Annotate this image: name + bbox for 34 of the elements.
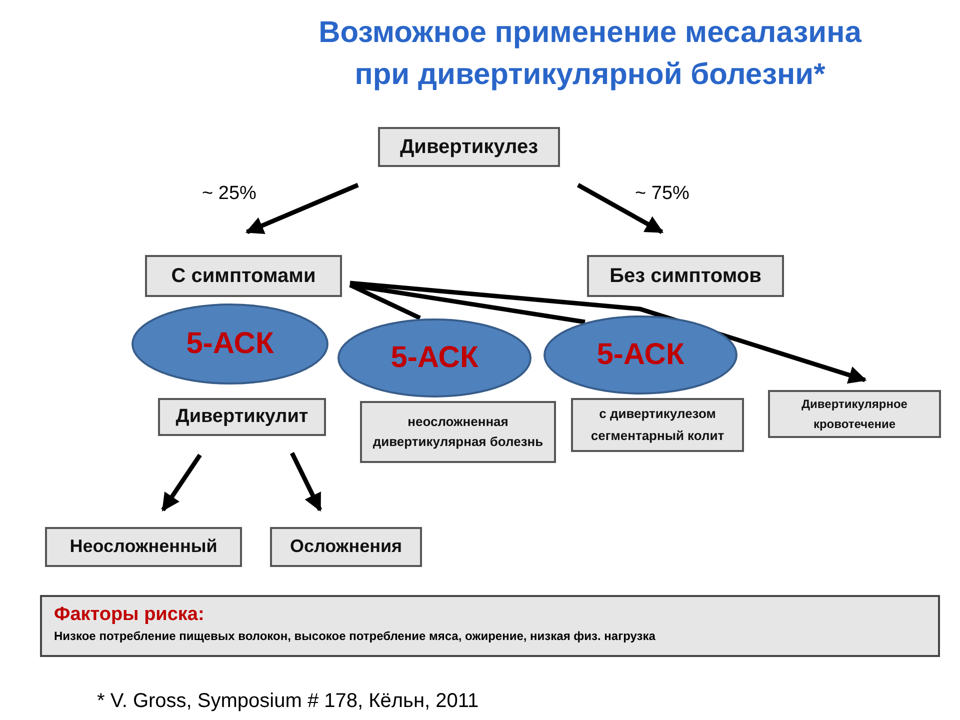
box-label: неосложненная дивертикулярная болезнь [372, 413, 544, 451]
ellipse-label: 5-АСК [596, 338, 684, 372]
footnote: * V. Gross, Symposium # 178, Кёльн, 2011 [97, 690, 479, 713]
ellipse-label: 5-АСК [186, 327, 274, 361]
text-box [587, 255, 784, 297]
box-label: Без симптомов [610, 264, 762, 288]
text-box [571, 398, 744, 452]
text-box [158, 398, 326, 436]
ellipse [337, 318, 532, 398]
slide-title: Возможное применение месалазина при дивертикулярной болезни* [318, 15, 863, 93]
text-box [45, 527, 242, 567]
box-label: Дивертикулез [400, 135, 538, 159]
box-label: С симптомами [171, 264, 316, 288]
text-box [378, 127, 560, 167]
ellipse-label: 5-АСК [390, 341, 478, 375]
text-box [768, 390, 941, 438]
box-label: Дивертикулярное кровотечение [800, 396, 908, 433]
text-box [360, 401, 556, 463]
text-box [270, 527, 422, 567]
box-label: Осложнения [290, 536, 402, 558]
box-label: Дивертикулит [176, 406, 308, 428]
arrow [576, 183, 664, 234]
box-label: с дивертикулезом сегментарный колит [590, 405, 726, 445]
ellipse [543, 315, 738, 395]
ellipse [131, 303, 329, 385]
arrow [290, 452, 322, 512]
arrow [350, 280, 867, 384]
box-label: Неосложненный [70, 536, 218, 558]
note-heading: Факторы риска: [54, 603, 206, 627]
note-panel [40, 595, 940, 657]
arrow [245, 182, 359, 234]
note-text: Низкое потребление пищевых волокон, высокое потребление мяса, ожирение, низкая физ. нагрузка [54, 628, 656, 645]
arrow [161, 454, 202, 512]
text-box [145, 255, 342, 297]
